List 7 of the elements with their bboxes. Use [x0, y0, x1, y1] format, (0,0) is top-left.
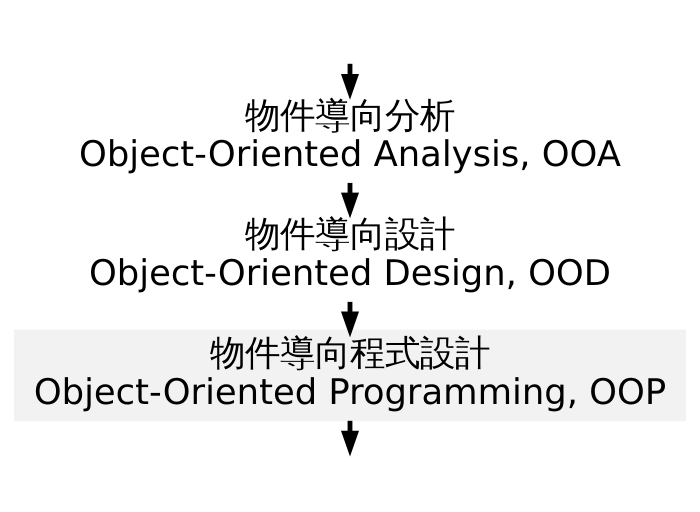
- arrow: [340, 182, 360, 218]
- node-text: 物件導向設計 Object-Oriented Design, OOD: [88, 214, 612, 294]
- node-box: 物件導向程式設計 Object-Oriented Programming, OOP: [14, 329, 686, 421]
- node-text: 物件導向分析 Object-Oriented Analysis, OOA: [79, 94, 621, 174]
- arrow: [340, 63, 360, 100]
- arrow: [340, 420, 360, 456]
- arrow: [340, 301, 360, 337]
